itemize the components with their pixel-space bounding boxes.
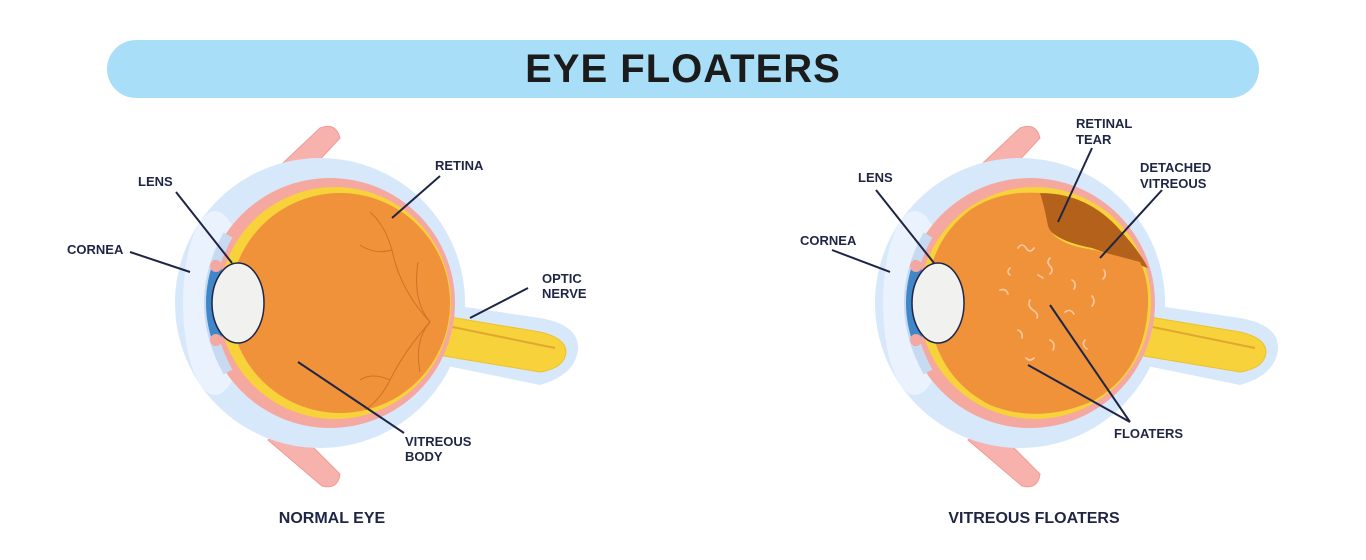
normal-eye-leaders xyxy=(129,175,529,434)
normal-label-lens: LENS xyxy=(138,174,173,189)
normal-vitreous-body xyxy=(230,193,450,413)
floaters-label-floaters: FLOATERS xyxy=(1114,426,1183,441)
floaters-eye-leaders xyxy=(831,147,1163,423)
floaters-label-detached-2: VITREOUS xyxy=(1140,176,1207,191)
normal-label-retina: RETINA xyxy=(435,158,484,173)
floaters-label-lens: LENS xyxy=(858,170,893,185)
floaters-label-cornea: CORNEA xyxy=(800,233,857,248)
floaters-eye-illustration xyxy=(875,126,1278,486)
floaters-vitreous-body xyxy=(927,192,1149,414)
normal-eye-caption: NORMAL EYE xyxy=(279,510,386,527)
normal-eye-illustration xyxy=(175,126,578,486)
normal-label-vitreous-1: VITREOUS xyxy=(405,434,472,449)
normal-lens xyxy=(211,262,265,344)
normal-label-cornea: CORNEA xyxy=(67,242,124,257)
detached-vitreous-area xyxy=(1020,193,1148,268)
floaters-label-retinal-tear-1: RETINAL xyxy=(1076,116,1132,131)
normal-label-vitreous-2: BODY xyxy=(405,449,443,464)
floaters-lens xyxy=(911,262,965,344)
floaters-eye-caption: VITREOUS FLOATERS xyxy=(948,510,1120,527)
normal-label-optic-2: NERVE xyxy=(542,286,587,301)
normal-label-optic-1: OPTIC xyxy=(542,271,582,286)
floaters-label-retinal-tear-2: TEAR xyxy=(1076,132,1112,147)
page-title: EYE FLOATERS xyxy=(525,46,841,91)
floaters-particles xyxy=(999,244,1107,361)
floaters-label-detached-1: DETACHED xyxy=(1140,160,1211,175)
title-banner: EYE FLOATERS xyxy=(107,40,1259,98)
